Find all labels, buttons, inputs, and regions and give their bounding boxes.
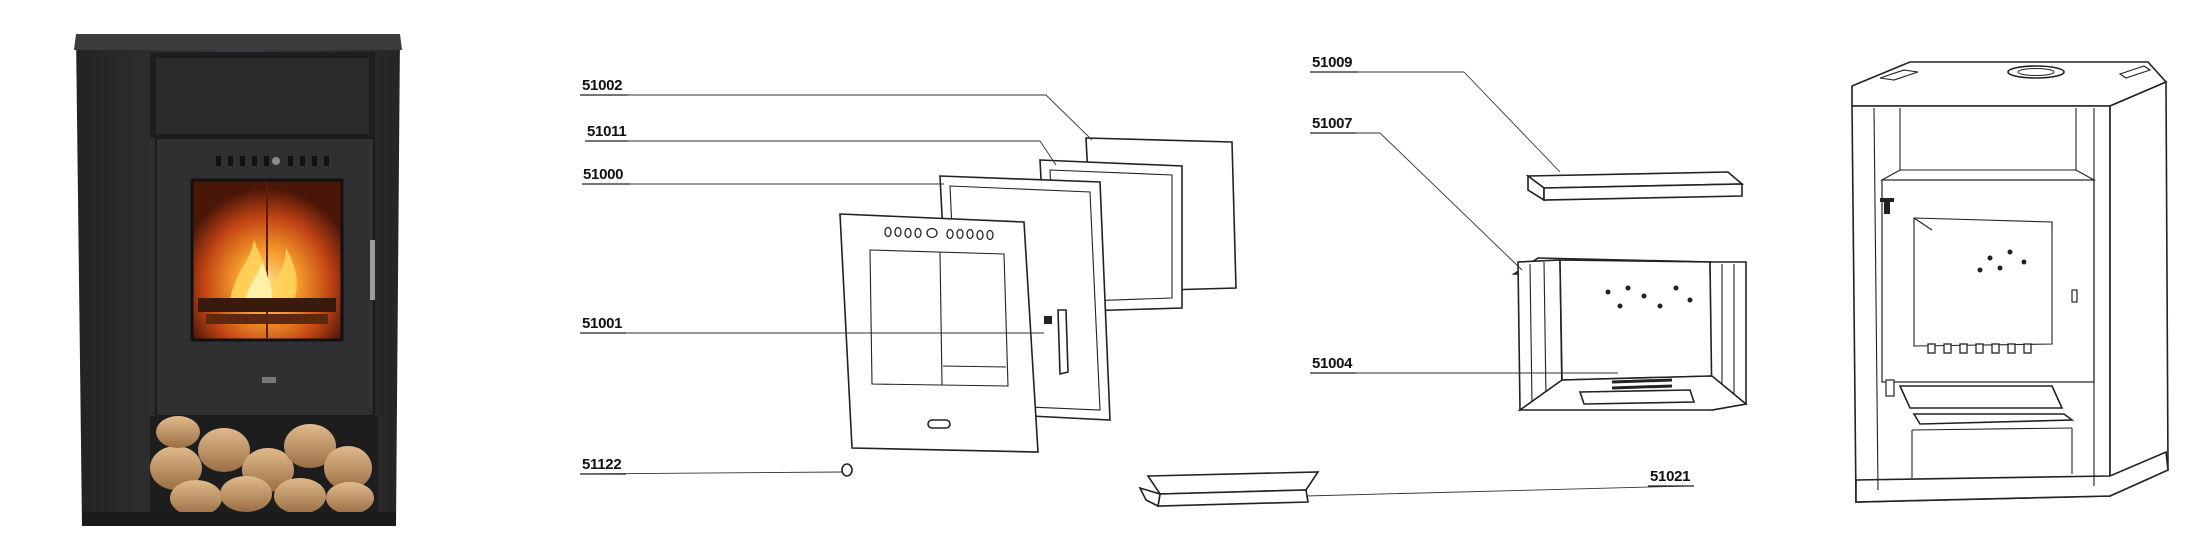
- label-glass: 51002: [582, 77, 622, 94]
- label-knob: 51122: [582, 456, 621, 473]
- label-glass-frame: 51011: [587, 123, 626, 140]
- door-handle: [1044, 309, 1069, 376]
- stove-photo: [74, 34, 402, 526]
- label-door-frame: 51000: [583, 166, 623, 183]
- stove-line-drawing: [1851, 61, 2169, 503]
- label-top-plate: 51009: [1312, 54, 1352, 71]
- label-handle: 51001: [582, 315, 622, 332]
- top-plate: [1525, 171, 1745, 202]
- ash-pan: [1138, 471, 1320, 508]
- label-ash-pan: 51021: [1650, 468, 1690, 485]
- firebox-assembly: [1138, 171, 1748, 508]
- part-labels-left: 51002 51011 51000 51001 51122: [580, 77, 630, 475]
- small-knob: [841, 463, 853, 477]
- label-grate: 51004: [1312, 355, 1353, 372]
- door-assembly: [839, 137, 1237, 477]
- firebox: [1511, 257, 1748, 412]
- firewood-logs: [150, 416, 374, 516]
- part-labels-right: 51009 51007 51004 51021: [1310, 54, 1694, 487]
- label-firebox: 51007: [1312, 115, 1352, 132]
